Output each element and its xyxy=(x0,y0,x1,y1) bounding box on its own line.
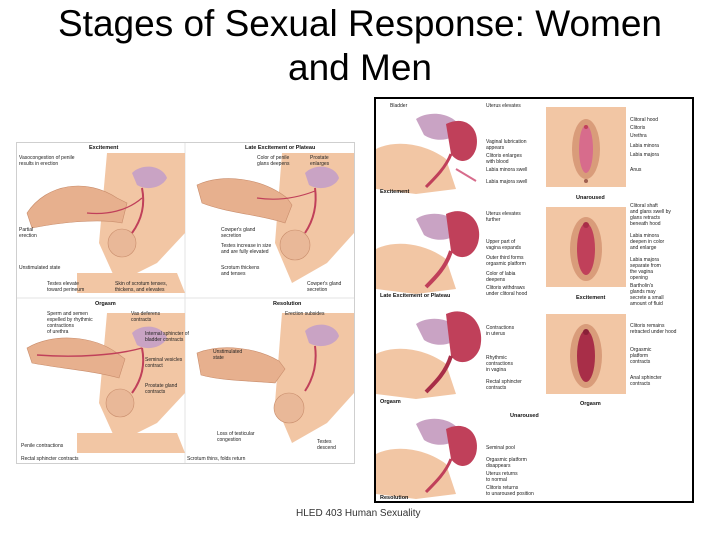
label-uterus-elevates: Uterus elevates xyxy=(486,103,521,109)
label-unstimulated: Unstimulated state xyxy=(19,265,61,271)
female-stage-plateau: Late Excitement or Plateau xyxy=(380,293,451,299)
label-skin-scrotum: Skin of scrotum tenses, thickens, and el… xyxy=(115,281,167,293)
label-prostate-contracts: Prostate gland contracts xyxy=(145,383,178,395)
label-outer-vagina: Outer third forms orgasmic platform xyxy=(486,255,526,267)
label-anus: Anus xyxy=(630,167,642,173)
label-platform-disappears: Orgasmic platform disappears xyxy=(486,457,527,469)
label-bartholin: Bartholin's glands may secrete a small a… xyxy=(630,283,664,307)
label-color-glans: Color of penile glans deepens xyxy=(257,155,290,167)
label-labia-deepen: Labia minora deepen in color and enlarge xyxy=(630,233,665,251)
label-anal-sphincter: Anal sphincter contracts xyxy=(630,375,662,387)
label-rhythmic: Rhythmic contractions in vagina xyxy=(486,355,513,373)
label-clitoris-enlarges: Clitoris enlarges with blood xyxy=(486,153,522,165)
female-sagittal-row-3 xyxy=(376,311,482,399)
female-frontal-excitement xyxy=(546,207,626,287)
label-labia-minora-swell: Labia minora swell xyxy=(486,167,528,173)
label-cowper-2: Cowper's gland secretion xyxy=(307,281,342,293)
female-stage-excitement: Excitement xyxy=(380,189,410,195)
male-excitement-drawing xyxy=(26,153,185,293)
male-stage-orgasm: Orgasm xyxy=(95,301,116,307)
female-col-unaroused-2: Unaroused xyxy=(510,413,539,419)
male-stage-plateau: Late Excitement or Plateau xyxy=(245,145,316,151)
female-col-unaroused: Unaroused xyxy=(576,195,605,201)
label-seminal-pool: Seminal pool xyxy=(486,445,515,451)
label-internal-sphincter: Internal sphincter of bladder contracts xyxy=(145,331,189,343)
female-col-excitement: Excitement xyxy=(576,295,606,301)
label-unstimulated-2: Unstimulated state xyxy=(213,349,243,361)
label-labia-majora-swell: Labia majora swell xyxy=(486,179,528,185)
label-urethra: Urethra xyxy=(630,133,647,139)
male-anatomy-illustration xyxy=(17,143,354,463)
label-contractions-uterus: Contractions in uterus xyxy=(486,325,515,337)
label-clitoral-shaft: Clitoral shaft and glans swell by glans … xyxy=(630,203,671,227)
female-response-figure: Excitement Late Excitement or Plateau Or… xyxy=(374,97,694,503)
slide-title: Stages of Sexual Response: Women and Men xyxy=(58,3,662,88)
label-loss-testicular: Loss of testicular congestion xyxy=(217,431,255,443)
label-testes-elevate: Testes elevate toward perineum xyxy=(47,281,85,293)
female-stage-orgasm: Orgasm xyxy=(380,399,401,405)
label-bladder: Bladder xyxy=(390,103,408,109)
label-uterus-further: Uterus elevates further xyxy=(486,211,521,223)
label-clitoris-withdraws: Clitoris withdraws under clitoral hood xyxy=(486,285,528,297)
slide-footer: HLED 403 Human Sexuality xyxy=(296,508,421,519)
label-clitoris-remains: Clitoris remains retracted under hood xyxy=(630,323,677,335)
male-response-figure: Excitement Late Excitement or Plateau Or… xyxy=(16,142,355,464)
label-color-labia: Color of labia deepens xyxy=(486,271,516,283)
male-orgasm-drawing xyxy=(26,313,185,453)
female-col-orgasm: Orgasm xyxy=(580,401,601,407)
label-orgasmic-platform: Orgasmic platform contracts xyxy=(630,347,652,365)
label-erection-subsides: Erection subsides xyxy=(285,311,325,317)
male-plateau-drawing xyxy=(196,153,354,283)
male-resolution-drawing xyxy=(196,313,354,443)
label-seminal-vesicles: Seminal vesicles contract xyxy=(145,357,183,369)
label-rectal-sphincter: Rectal sphincter contracts xyxy=(486,379,522,391)
label-clitoral-hood: Clitoral hood xyxy=(630,117,659,123)
female-sagittal-row-1 xyxy=(376,113,477,194)
label-scrotum-thins: Scrotum thins, folds return xyxy=(187,456,246,462)
male-stage-resolution: Resolution xyxy=(273,301,302,307)
label-scrotum-thickens: Scrotum thickens and tenses xyxy=(221,265,260,277)
male-stage-excitement: Excitement xyxy=(89,145,119,151)
label-vaginal-lubrication: Vaginal lubrication appears xyxy=(486,139,527,151)
label-vas-deferens: Vas deferens contracts xyxy=(131,311,161,323)
label-vasocongestion: Vasocongestion of penile results in erec… xyxy=(19,155,75,167)
female-frontal-unaroused xyxy=(546,107,626,187)
female-sagittal-row-2 xyxy=(376,211,480,294)
label-testes-descend: Testes descend xyxy=(317,439,336,451)
female-sagittal-row-4 xyxy=(376,418,477,499)
label-labia-majora: Labia majora xyxy=(630,152,659,158)
female-frontal-orgasm xyxy=(546,314,626,394)
label-partial-erection: Partial erection xyxy=(19,227,37,239)
label-clitoris: Clitoris xyxy=(630,125,646,131)
female-anatomy-illustration xyxy=(376,107,626,499)
label-labia-majora-separate: Labia majora separate from the vagina op… xyxy=(630,257,661,281)
label-penile-contractions: Penile contractions xyxy=(21,443,64,449)
label-upper-vagina: Upper part of vagina expands xyxy=(486,239,522,251)
label-cowper: Cowper's gland secretion xyxy=(221,227,256,239)
label-sperm-semen: Sperm and semen expelled by rhythmic con… xyxy=(47,311,93,335)
female-stage-resolution: Resolution xyxy=(380,495,409,501)
label-clitoris-returns: Clitoris returns to unaroused position xyxy=(486,485,534,497)
label-prostate: Prostate enlarges xyxy=(310,155,330,167)
label-rectal-contractions: Rectal sphincter contracts xyxy=(21,456,79,462)
label-labia-minora: Labia minora xyxy=(630,143,659,149)
label-testes-increase: Testes increase in size and are fully el… xyxy=(221,243,272,255)
label-uterus-lowers: Uterus returns to normal xyxy=(486,471,518,483)
